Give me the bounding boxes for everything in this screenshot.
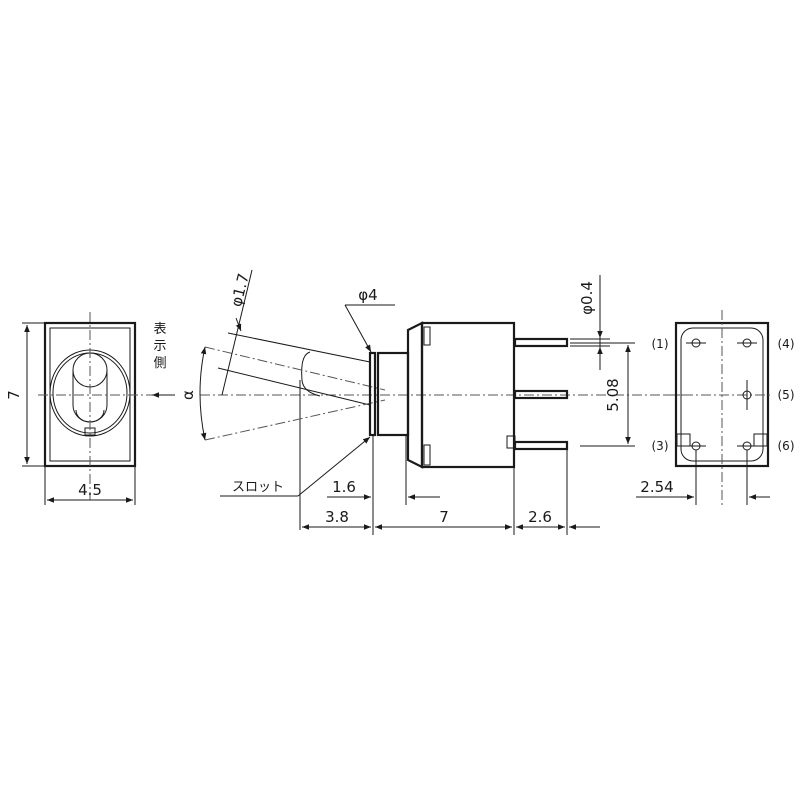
side-view: α φ1.7 φ4 スロット 1.6 bbox=[179, 269, 690, 535]
front-width-dimension: 4.5 bbox=[78, 481, 102, 499]
pin-label-5: (5) bbox=[778, 388, 795, 402]
pin-pitch-horizontal-dimension: 2.54 bbox=[640, 478, 673, 496]
pin-label-3: (3) bbox=[652, 439, 669, 453]
front-view: 7 4.5 表 示 側 bbox=[5, 312, 175, 505]
pin-label-4: (4) bbox=[778, 337, 795, 351]
display-side-char-3: 側 bbox=[153, 356, 166, 371]
display-side-char-2: 示 bbox=[153, 339, 166, 354]
pin-length-dimension: 2.6 bbox=[528, 508, 552, 526]
pin-pitch-vertical-dimension: 5.08 bbox=[604, 378, 622, 411]
slot-label: スロット bbox=[232, 480, 284, 495]
display-side-char-1: 表 bbox=[153, 322, 166, 337]
lever-diameter-label: φ1.7 bbox=[227, 271, 253, 308]
bushing-diameter-label: φ4 bbox=[358, 286, 377, 304]
pin-diameter-label: φ0.4 bbox=[578, 281, 596, 315]
bushing-offset-dimension: 1.6 bbox=[332, 478, 356, 496]
lever-length-dimension: 3.8 bbox=[325, 508, 349, 526]
angle-alpha-label: α bbox=[179, 390, 197, 400]
bottom-view: (1) (4) (5) (3) (6) 2.54 bbox=[636, 310, 795, 505]
pin-label-6: (6) bbox=[778, 439, 795, 453]
pin-label-1: (1) bbox=[652, 337, 669, 351]
body-length-dimension: 7 bbox=[439, 508, 449, 526]
front-height-dimension: 7 bbox=[5, 390, 23, 400]
